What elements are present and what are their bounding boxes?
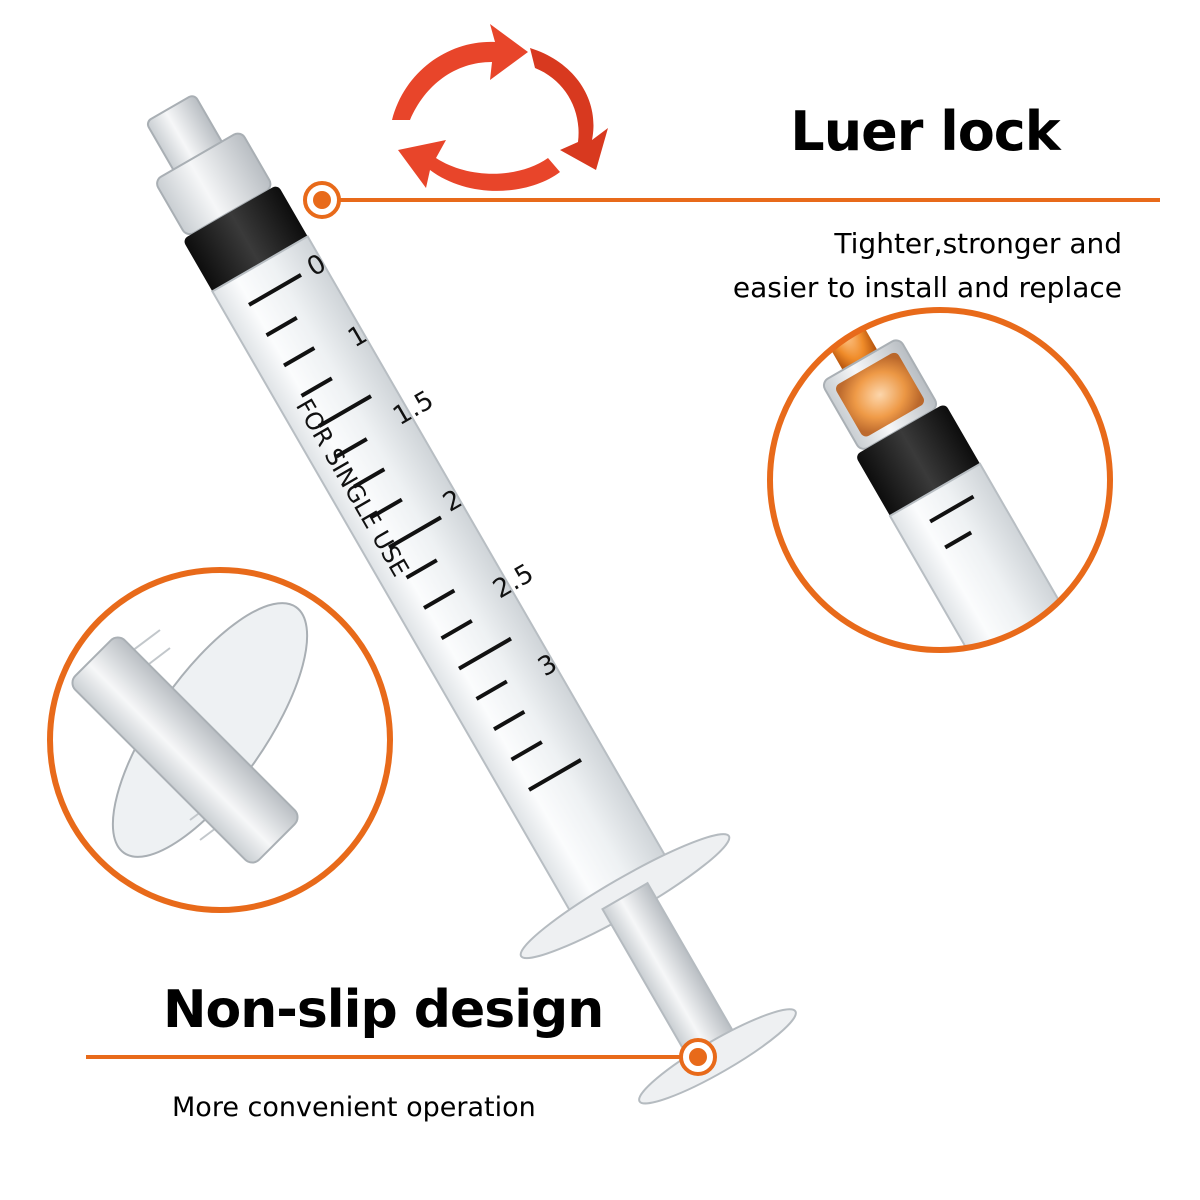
non-slip-title: Non-slip design — [163, 980, 604, 1040]
luer-callout — [303, 181, 1160, 219]
luer-lock-description-line-1: Tighter,stronger and — [834, 227, 1122, 260]
luer-lock-description: Tighter,stronger and easier to install a… — [602, 222, 1122, 310]
luer-lock-closeup — [767, 307, 1113, 653]
luer-lock-description-line-2: easier to install and replace — [732, 271, 1122, 304]
nonslip-callout — [86, 1038, 717, 1076]
scale-ticks — [248, 273, 582, 792]
flange-closeup — [47, 567, 393, 913]
luer-lock-title: Luer lock — [790, 100, 1060, 163]
rotate-arrows-icon — [392, 24, 608, 191]
non-slip-description: More convenient operation — [172, 1092, 536, 1123]
